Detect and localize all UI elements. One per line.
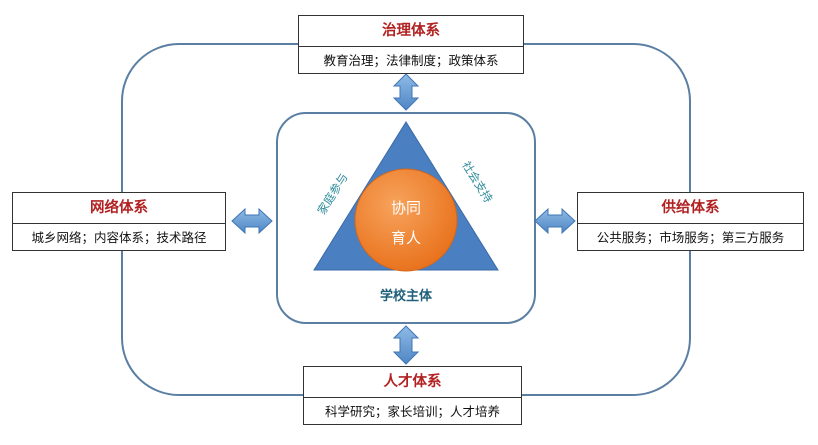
talent-system-box: 人才体系 科学研究；家长培训；人才培养: [303, 366, 522, 425]
core-line1: 协同: [391, 199, 421, 217]
network-system-box: 网络体系 城乡网络；内容体系；技术路径: [12, 192, 226, 251]
left-double-arrow: [231, 207, 273, 235]
right-double-arrow: [534, 207, 576, 235]
talent-title: 人才体系: [304, 367, 521, 398]
core-line2: 育人: [391, 229, 421, 247]
governance-desc: 教育治理；法律制度；政策体系: [323, 53, 499, 68]
triangle-right-label: 社会支持: [459, 159, 496, 206]
network-desc: 城乡网络；内容体系；技术路径: [31, 230, 207, 245]
triangle-base-label: 学校主体: [380, 288, 433, 304]
triangle-left-label: 家庭参与: [314, 171, 350, 217]
bottom-double-arrow: [392, 325, 420, 365]
supply-title: 供给体系: [578, 193, 803, 224]
core-circle: [354, 168, 458, 272]
governance-title: 治理体系: [299, 16, 523, 47]
top-double-arrow: [392, 73, 420, 111]
governance-system-box: 治理体系 教育治理；法律制度；政策体系: [298, 15, 524, 74]
supply-system-box: 供给体系 公共服务；市场服务；第三方服务: [577, 192, 804, 251]
network-title: 网络体系: [13, 193, 225, 224]
supply-desc: 公共服务；市场服务；第三方服务: [596, 230, 785, 245]
talent-desc: 科学研究；家长培训；人才培养: [324, 404, 500, 419]
